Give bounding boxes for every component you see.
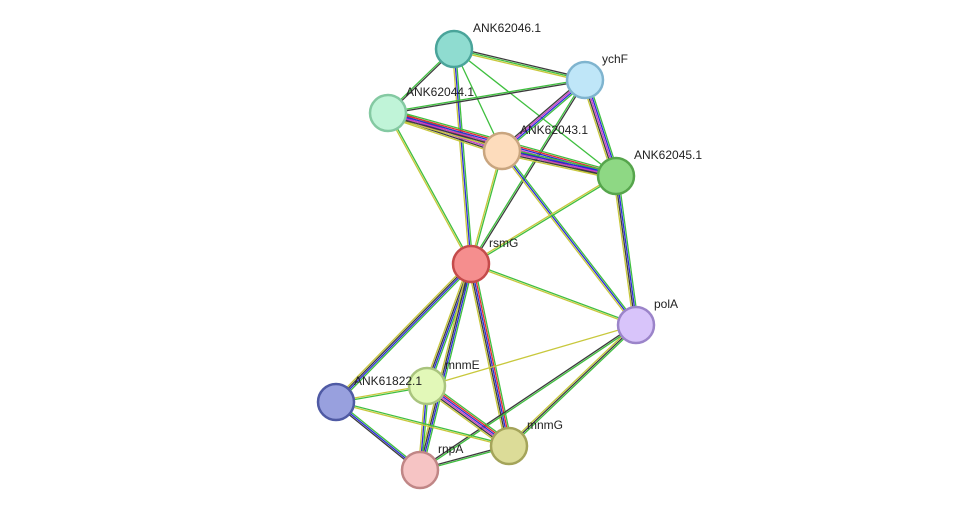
edge-evidence-line	[336, 264, 473, 404]
edge-evidence-line	[616, 175, 638, 325]
edge-evidence-line	[473, 263, 513, 446]
edge-evidence-line	[501, 150, 617, 177]
edge-evidence-line	[469, 79, 585, 264]
edge-ANK62046-1-rsmG	[451, 48, 474, 265]
edge-polA-rnpA	[419, 323, 637, 472]
node-ychF[interactable]	[565, 60, 605, 100]
edge-evidence-line	[501, 151, 616, 179]
label-layer: ANK62046.1 ychF ANK62044.1 ANK62043.1 AN…	[354, 21, 702, 456]
edge-evidence-line	[509, 325, 638, 448]
edge-evidence-line	[470, 264, 636, 327]
edge-evidence-line	[502, 149, 638, 325]
edge-rsmG-polA	[470, 262, 637, 327]
edge-ANK62045-1-polA	[612, 175, 640, 326]
edge-ANK62046-1-ANK62045-1	[453, 48, 617, 177]
edge-evidence-line	[386, 116, 501, 156]
node-label-ANK62046.1: ANK62046.1	[473, 21, 541, 35]
node-layer	[316, 29, 656, 490]
edge-evidence-line	[420, 264, 473, 471]
edge-evidence-line	[453, 48, 472, 265]
edge-evidence-line	[335, 402, 509, 448]
node-label-ychF: ychF	[602, 52, 628, 66]
edge-evidence-line	[419, 323, 636, 470]
node-ANK62044-1[interactable]	[368, 93, 408, 133]
edge-evidence-line	[500, 151, 636, 327]
edge-evidence-line	[470, 174, 616, 264]
edge-ychF-ANK62044-1	[387, 78, 586, 115]
node-label-mnmG: mnmG	[527, 418, 563, 432]
edge-evidence-line	[502, 148, 617, 176]
edge-ychF-rsmG	[469, 79, 587, 265]
edge-evidence-line	[424, 262, 470, 386]
edge-evidence-line	[454, 46, 586, 80]
edge-evidence-line	[471, 151, 504, 265]
edge-evidence-line	[614, 176, 636, 326]
edge-ANK62046-1-ychF	[453, 46, 586, 83]
edge-evidence-line	[471, 176, 617, 266]
edge-ANK62043-1-ANK62045-1	[501, 147, 617, 180]
edge-evidence-line	[617, 175, 640, 325]
edge-evidence-line	[420, 325, 637, 472]
edge-evidence-line	[501, 153, 616, 180]
node-label-ANK62045.1: ANK62045.1	[634, 148, 702, 162]
edge-layer	[333, 46, 640, 472]
node-label-polA: polA	[654, 297, 678, 311]
node-rsmG[interactable]	[451, 244, 491, 284]
edge-evidence-line	[426, 324, 637, 387]
edge-polA-mnmG	[507, 323, 638, 448]
edge-evidence-line	[502, 147, 617, 174]
node-ANK61822-1[interactable]	[316, 382, 356, 422]
edge-evidence-line	[388, 80, 586, 115]
node-label-ANK62043.1: ANK62043.1	[520, 123, 588, 137]
node-label-mnmE: mnmE	[445, 358, 480, 372]
edge-evidence-line	[337, 265, 474, 405]
edge-ANK62043-1-polA	[500, 149, 638, 327]
node-rnpA[interactable]	[400, 450, 440, 490]
edge-evidence-line	[471, 80, 587, 265]
edge-evidence-line	[336, 400, 510, 446]
edge-evidence-line	[421, 264, 474, 471]
node-polA[interactable]	[616, 305, 656, 345]
edge-ANK62043-1-rsmG	[469, 150, 504, 265]
edge-rsmG-ANK61822-1	[333, 261, 474, 405]
edge-evidence-line	[471, 262, 637, 325]
edge-evidence-line	[418, 263, 471, 470]
node-mnmE[interactable]	[407, 366, 447, 406]
edge-evidence-line	[387, 78, 585, 113]
edge-evidence-line	[501, 150, 637, 326]
edge-evidence-line	[388, 112, 473, 264]
node-ANK62046-1[interactable]	[434, 29, 474, 69]
node-label-rnpA: rnpA	[438, 442, 463, 456]
edge-evidence-line	[417, 263, 470, 470]
edge-evidence-line	[507, 323, 636, 446]
edge-evidence-line	[453, 48, 586, 81]
node-ANK62045-1[interactable]	[596, 156, 636, 196]
edge-evidence-line	[454, 48, 474, 264]
edge-evidence-line	[334, 262, 471, 402]
edge-evidence-line	[508, 324, 637, 447]
edge-evidence-line	[612, 176, 635, 326]
edge-evidence-line	[453, 49, 585, 83]
edge-ANK61822-1-mnmG	[335, 400, 510, 448]
edge-evidence-line	[333, 261, 470, 401]
edge-evidence-line	[451, 49, 471, 265]
node-mnmG[interactable]	[489, 426, 529, 466]
edge-evidence-line	[453, 48, 617, 177]
edge-ANK62045-1-rsmG	[470, 174, 617, 266]
node-label-ANK62044.1: ANK62044.1	[406, 85, 474, 99]
edge-polA-mnmE	[426, 324, 637, 387]
edge-evidence-line	[471, 263, 512, 446]
node-label-ANK61822.1: ANK61822.1	[354, 374, 422, 388]
edge-evidence-line	[469, 150, 502, 264]
node-label-rsmG: rsmG	[489, 236, 518, 250]
edge-rsmG-rnpA	[417, 263, 474, 471]
edge-ANK62044-1-rsmG	[386, 112, 473, 265]
edge-evidence-line	[386, 113, 471, 265]
node-ANK62043-1[interactable]	[482, 131, 522, 171]
